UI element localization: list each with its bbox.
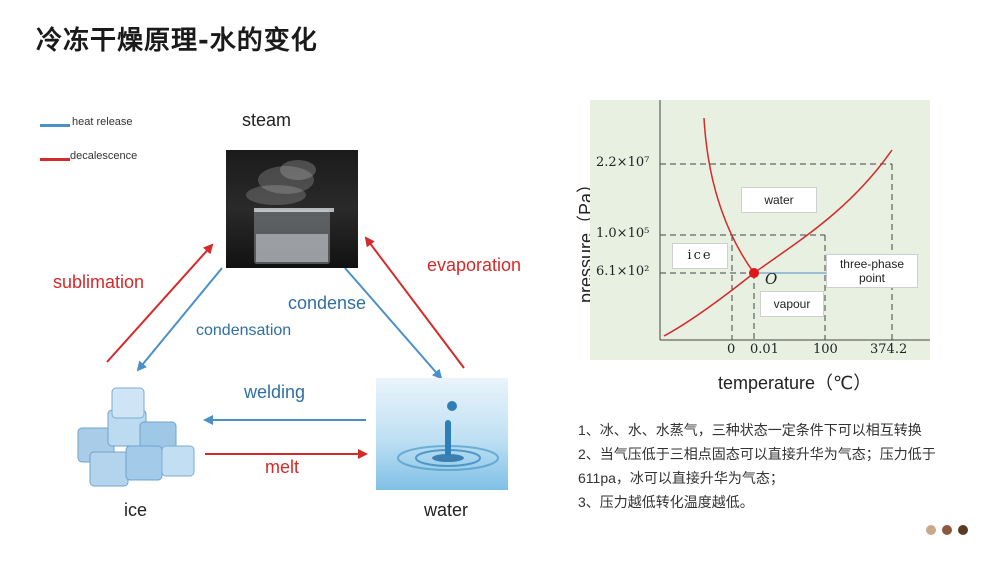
welding-label: welding [244, 382, 306, 402]
condensation-label: condensation [196, 322, 292, 339]
vaporization-curve [753, 149, 893, 274]
melt-label: melt [265, 457, 300, 477]
steam-image [226, 150, 358, 268]
triple-point-marker [749, 268, 759, 278]
water-label: water [424, 500, 469, 520]
evaporation-label: evaporation [427, 255, 522, 275]
x-tick-100: 100 [813, 342, 838, 357]
ice-label: ice [124, 500, 148, 520]
legend-decalescence-label: decalescence [70, 150, 138, 162]
water-drop-icon [397, 401, 499, 471]
y-tick-1.0e5: 1.0×10⁵ [596, 226, 650, 241]
x-tick-0.01: 0.01 [750, 342, 779, 357]
x-tick-0: 0 [727, 342, 736, 357]
condense-arrow [344, 267, 443, 380]
legend: heat release decalescence [40, 112, 220, 172]
ice-image [70, 380, 200, 492]
water-image [376, 378, 508, 490]
region-water: water [741, 187, 817, 213]
sublimation-arrow [106, 243, 214, 363]
note-3: 3、压力越低转化温度越低。 [578, 494, 754, 510]
melting-curve [703, 117, 755, 274]
region-vapour: vapour [760, 291, 824, 317]
pager-dot-2[interactable] [942, 525, 952, 535]
region-triple-point: three-phase point [826, 254, 918, 288]
notes: 1、冰、水、水蒸气，三种状态一定条件下可以相互转换 2、当气压低于三相点固态可以… [578, 418, 958, 514]
ice-cubes-icon [77, 387, 195, 487]
sublimation-label: sublimation [53, 272, 145, 292]
x-tick-374.2: 374.2 [870, 342, 908, 357]
legend-decalescence-swatch [40, 158, 70, 161]
pager-dot-1[interactable] [926, 525, 936, 535]
legend-heat-release-label: heat release [72, 116, 133, 128]
note-2: 2、当气压低于三相点固态可以直接升华为气态；压力低于611pa，冰可以直接升华为… [578, 446, 936, 486]
cycle-arrows [106, 236, 465, 459]
condense-label: condense [288, 293, 367, 313]
beaker-icon [246, 160, 334, 264]
evaporation-arrow [364, 236, 465, 369]
note-1: 1、冰、水、水蒸气，三种状态一定条件下可以相互转换 [578, 422, 922, 438]
y-tick-6.1e2: 6.1×10² [596, 264, 650, 279]
region-ice: ice [672, 243, 728, 269]
steam-label: steam [242, 110, 292, 130]
page-title: 冷冻干燥原理-水的变化 [36, 26, 318, 56]
legend-heat-release-swatch [40, 124, 70, 127]
condensation-arrow [136, 267, 223, 372]
x-axis-label: temperature（℃） [718, 373, 872, 393]
origin-label: O [765, 270, 778, 288]
sublimation-curve [663, 272, 755, 337]
y-tick-2.2e7: 2.2×10⁷ [596, 155, 650, 170]
pager-dot-3[interactable] [958, 525, 968, 535]
